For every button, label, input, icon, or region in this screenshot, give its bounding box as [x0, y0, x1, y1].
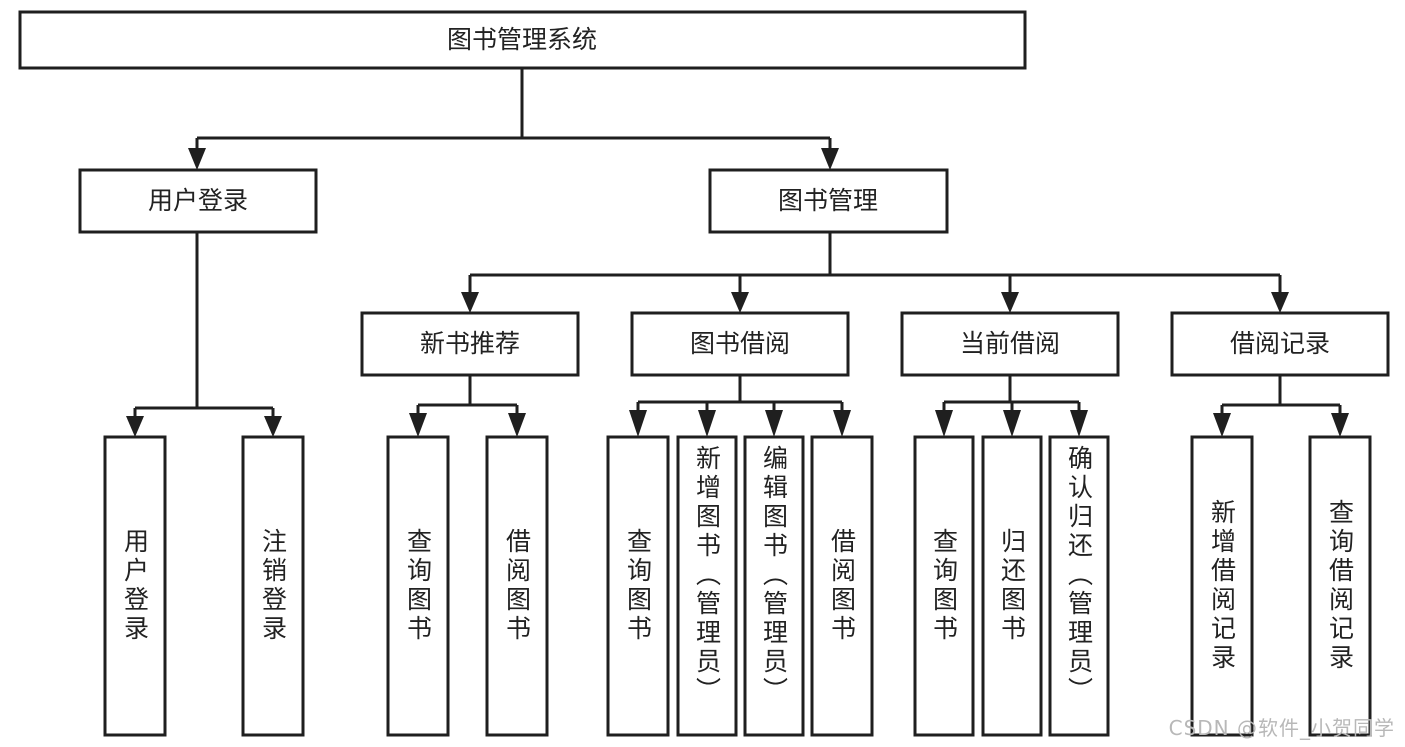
- node-leaf-query-record[interactable]: [1308, 435, 1372, 737]
- arrowhead-leaf-confirm-return: [1070, 410, 1088, 437]
- node-user-login[interactable]: 用户登录: [78, 168, 318, 234]
- node-leaf-confirm-return[interactable]: [1048, 435, 1110, 737]
- edge-group-root: [188, 68, 839, 170]
- node-leaf-return-book-box[interactable]: [981, 435, 1043, 737]
- node-leaf-query-book-2-box[interactable]: [606, 435, 670, 737]
- node-leaf-borrow-book-2-box[interactable]: [810, 435, 874, 737]
- node-leaf-query-book-3-box[interactable]: [913, 435, 975, 737]
- node-leaf-query-book-1[interactable]: [386, 435, 450, 737]
- node-borrow-record[interactable]: 借阅记录: [1170, 311, 1390, 377]
- node-leaf-user-logout[interactable]: [241, 435, 305, 737]
- node-root-label: 图书管理系统: [447, 25, 597, 54]
- node-leaf-add-book-box[interactable]: [676, 435, 738, 737]
- node-user-login-label: 用户登录: [148, 186, 248, 215]
- node-book-manage-box[interactable]: [708, 168, 949, 234]
- node-leaf-add-book[interactable]: [676, 435, 738, 737]
- arrowhead-new-book-recommend: [461, 292, 479, 313]
- arrowhead-leaf-borrow-book-1: [508, 413, 526, 437]
- node-leaf-return-book[interactable]: [981, 435, 1043, 737]
- node-current-borrow[interactable]: 当前借阅: [900, 311, 1120, 377]
- arrowhead-leaf-query-book-2: [629, 410, 647, 437]
- node-new-book-recommend-box[interactable]: [360, 311, 580, 377]
- node-leaf-user-login[interactable]: [103, 435, 167, 737]
- node-leaf-add-record-box[interactable]: [1190, 435, 1254, 737]
- node-leaf-confirm-return-box[interactable]: [1048, 435, 1110, 737]
- edge-group-current-borrow: [935, 375, 1088, 437]
- node-current-borrow-label: 当前借阅: [960, 329, 1060, 358]
- arrowhead-current-borrow: [1001, 292, 1019, 313]
- node-leaf-query-book-3[interactable]: [913, 435, 975, 737]
- arrowhead-leaf-user-logout: [264, 416, 282, 437]
- node-current-borrow-box[interactable]: [900, 311, 1120, 377]
- node-user-login-box[interactable]: [78, 168, 318, 234]
- node-leaf-edit-book-box[interactable]: [743, 435, 805, 737]
- edge-group-user-login: [126, 232, 282, 437]
- arrowhead-leaf-add-record: [1213, 413, 1231, 437]
- arrowhead-leaf-borrow-book-2: [833, 410, 851, 437]
- node-leaf-query-book-1-box[interactable]: [386, 435, 450, 737]
- arrowhead-leaf-query-record: [1331, 413, 1349, 437]
- node-new-book-recommend[interactable]: 新书推荐: [360, 311, 580, 377]
- watermark: CSDN @软件_小贺同学: [1168, 716, 1395, 740]
- arrowhead-book-borrow: [731, 292, 749, 313]
- arrowhead-book-manage: [821, 148, 839, 170]
- arrowhead-leaf-user-login: [126, 416, 144, 437]
- node-leaf-user-logout-box[interactable]: [241, 435, 305, 737]
- arrowhead-user-login: [188, 148, 206, 170]
- edge-group-new-book-recommend: [409, 375, 526, 437]
- node-book-manage[interactable]: 图书管理: [708, 168, 949, 234]
- arrowhead-borrow-record: [1271, 292, 1289, 313]
- arrowhead-leaf-return-book: [1003, 410, 1021, 437]
- node-root[interactable]: 图书管理系统: [18, 10, 1027, 70]
- node-borrow-record-label: 借阅记录: [1230, 329, 1330, 358]
- node-book-borrow[interactable]: 图书借阅: [630, 311, 850, 377]
- node-leaf-borrow-book-1[interactable]: [485, 435, 549, 737]
- node-borrow-record-box[interactable]: [1170, 311, 1390, 377]
- arrowhead-leaf-add-book: [698, 410, 716, 437]
- node-root-box[interactable]: [18, 10, 1027, 70]
- edge-group-book-borrow: [629, 375, 851, 437]
- node-leaf-query-record-box[interactable]: [1308, 435, 1372, 737]
- node-new-book-recommend-label: 新书推荐: [420, 329, 520, 358]
- edge-group-borrow-record: [1213, 375, 1349, 437]
- arrowhead-leaf-query-book-3: [935, 410, 953, 437]
- node-leaf-borrow-book-1-box[interactable]: [485, 435, 549, 737]
- node-leaf-borrow-book-2[interactable]: [810, 435, 874, 737]
- node-book-borrow-box[interactable]: [630, 311, 850, 377]
- arrowhead-leaf-edit-book: [765, 410, 783, 437]
- node-book-manage-label: 图书管理: [778, 186, 878, 215]
- arrowhead-leaf-query-book-1: [409, 413, 427, 437]
- node-leaf-query-book-2[interactable]: [606, 435, 670, 737]
- node-book-borrow-label: 图书借阅: [690, 329, 790, 358]
- edge-group-book-manage: [461, 232, 1289, 313]
- node-leaf-edit-book[interactable]: [743, 435, 805, 737]
- node-leaf-user-login-box[interactable]: [103, 435, 167, 737]
- node-leaf-add-record[interactable]: [1190, 435, 1254, 737]
